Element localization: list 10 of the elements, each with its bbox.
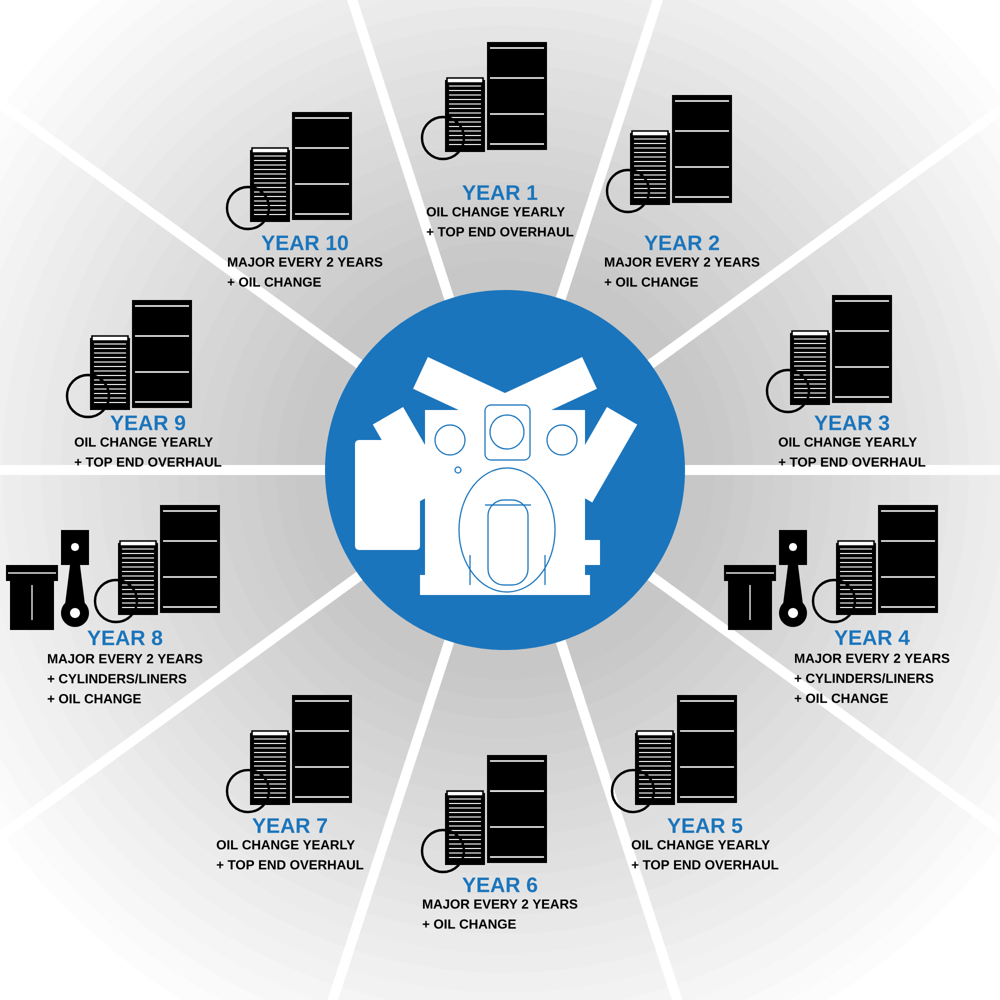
maintenance-item: YEAR 4 MAJOR EVERY 2 YEARS + CYLINDERS/LINERS + OIL CHANGE xyxy=(794,630,950,703)
maintenance-item: YEAR 9 OIL CHANGE YEARLY + TOP END OVERHAUL xyxy=(74,415,222,467)
maintenance-item: YEAR 1 OIL CHANGE YEARLY + TOP END OVERHAUL xyxy=(426,185,574,236)
maintenance-item: YEAR 6 MAJOR EVERY 2 YEARS + OIL CHANGE xyxy=(422,877,578,929)
maintenance-item: YEAR 2 MAJOR EVERY 2 YEARS + OIL CHANGE xyxy=(604,235,760,287)
maintenance-item: YEAR 3 OIL CHANGE YEARLY + TOP END OVERHAUL xyxy=(778,415,926,467)
maintenance-item: YEAR 5 OIL CHANGE YEARLY + TOP END OVERHAUL xyxy=(632,818,778,870)
maintenance-item: YEAR 8 MAJOR EVERY 2 YEARS + CYLINDERS/LINERS + OIL CHANGE xyxy=(48,630,202,704)
maintenance-item: YEAR 7 OIL CHANGE YEARLY + TOP END OVERHAUL xyxy=(216,818,364,870)
maintenance-item: YEAR 10 MAJOR EVERY 2 YEARS + OIL CHANGE xyxy=(228,235,382,287)
